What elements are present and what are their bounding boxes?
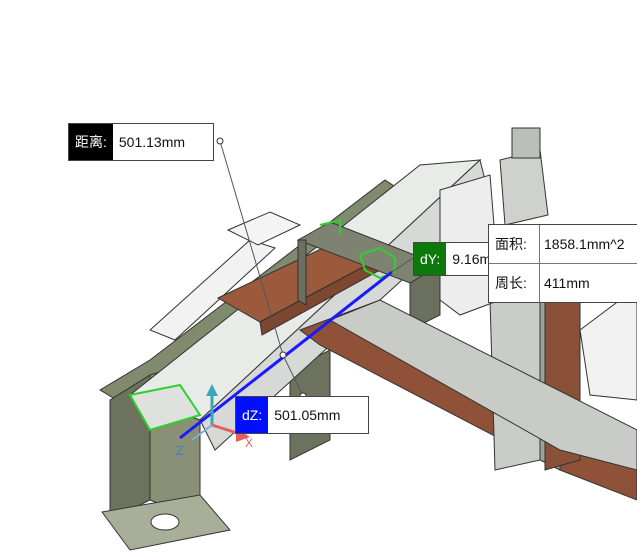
dz-label: dZ: (236, 397, 269, 433)
area-row: 面积: 1858.1mm^2 (489, 225, 637, 264)
dy-label: dY: (414, 243, 447, 275)
perimeter-label: 周长: (489, 264, 540, 302)
distance-value: 501.13mm (118, 134, 186, 150)
dz-value: 501.05mm (274, 407, 341, 423)
distance-label: 距离: (69, 124, 113, 160)
right-module (328, 174, 637, 471)
area-value: 1858.1mm^2 (544, 236, 625, 252)
dy-value: 9.16m (452, 251, 489, 267)
selection-highlight (319, 218, 396, 280)
anchor-dot (279, 351, 287, 359)
dz-callout[interactable]: dZ: 501.05mm (235, 396, 370, 434)
triad-z-label: Z (176, 443, 184, 458)
face-properties-box[interactable]: 面积: 1858.1mm^2 周长: 411mm (488, 224, 637, 303)
leader-lines (219, 140, 414, 397)
distance-callout[interactable]: 距离: 501.13mm (68, 123, 214, 161)
carriage-end-block (128, 383, 202, 432)
perimeter-value: 411mm (544, 275, 590, 291)
dy-callout[interactable]: dY: 9.16m (413, 242, 489, 276)
area-label: 面积: (489, 225, 540, 263)
triad-x-label: X (245, 436, 253, 450)
perimeter-row: 周长: 411mm (489, 264, 637, 302)
anchor-dot (216, 137, 224, 145)
